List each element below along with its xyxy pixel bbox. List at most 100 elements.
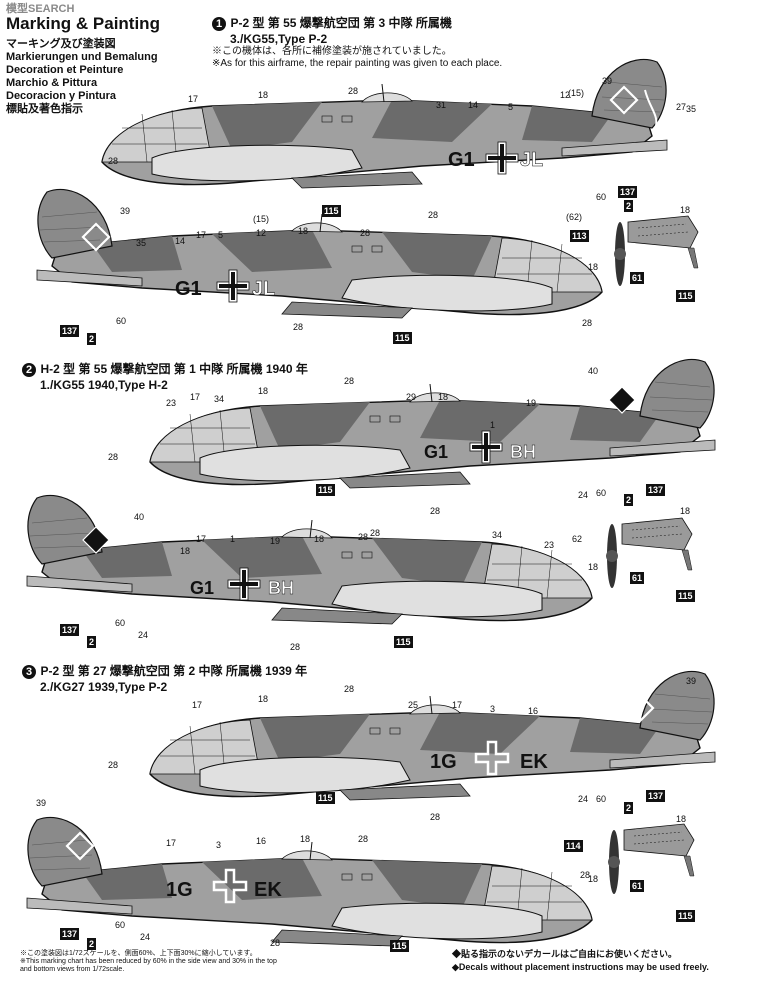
callout-3: 3 [216, 840, 222, 850]
callout-62: (62) [566, 212, 583, 222]
callout-115: 115 [316, 792, 335, 804]
callout-39: 39 [120, 206, 131, 216]
callout-137: 137 [646, 790, 666, 802]
lang-title-de: Markierungen und Bemalung [6, 51, 158, 63]
aircraft-code-right: EK [254, 879, 282, 901]
callout-1: 1 [230, 534, 236, 544]
scheme-title-jp: P-2 型 第 55 爆撃航空団 第 3 中隊 所属機 [230, 16, 452, 30]
callout-16: 16 [256, 836, 267, 846]
watermark: 模型SEARCH [6, 3, 75, 15]
footer-note-en-1: ※This marking chart has been reduced by … [20, 958, 277, 965]
callout-28: 28 [344, 684, 355, 694]
scheme-note-jp: ※この機体は、各所に補修塗装が施されていました。 [212, 46, 452, 57]
callout-17: 17 [196, 230, 207, 240]
callout-5: 5 [508, 102, 514, 112]
footer-right: ◆貼る指示のないデカールはご自由にお使いください。 ◆Decals withou… [452, 948, 709, 974]
callout-40: 40 [134, 512, 145, 522]
callout-14: 14 [175, 236, 186, 246]
callout-18: 18 [180, 546, 191, 556]
callout-25: 25 [408, 700, 419, 710]
callout-137: 137 [60, 624, 80, 636]
callout-18: 18 [588, 262, 599, 272]
callout-28: 28 [108, 452, 119, 462]
callout-39: 39 [36, 798, 47, 808]
scheme-1-header: 1 P-2 型 第 55 爆撃航空団 第 3 中隊 所属機 3./KG55,Ty… [212, 14, 502, 70]
language-titles: マーキング及び塗装図 Markierungen und Bemalung Dec… [6, 38, 158, 116]
callout-28: 28 [348, 86, 359, 96]
callout-17: 17 [190, 392, 201, 402]
callout-60: 60 [116, 316, 127, 326]
callout-24: 24 [140, 932, 151, 942]
callout-115: 115 [676, 910, 695, 922]
callout-62: 62 [572, 534, 583, 544]
callout-2: 2 [624, 200, 634, 212]
aircraft-code-left: G1 [424, 442, 448, 462]
callout-60: 60 [596, 192, 607, 202]
callout-34: 34 [214, 394, 225, 404]
callout-2: 2 [87, 333, 97, 345]
callout-137: 137 [646, 484, 666, 496]
callout-5: 5 [218, 230, 224, 240]
page-title: Marking & Painting [6, 14, 160, 33]
callout-28: 28 [358, 532, 369, 542]
scheme-title-en: 3./KG55,Type P-2 [230, 32, 328, 46]
lang-title-jp: マーキング及び塗装図 [6, 38, 116, 50]
scheme-number: 3 [22, 665, 36, 679]
scheme-3-lower-profile: 1G EK [26, 816, 695, 947]
callout-14: 14 [468, 100, 479, 110]
callout-28: 28 [428, 210, 439, 220]
callout-60: 60 [115, 920, 126, 930]
callout-60: 60 [115, 618, 126, 628]
callout-61: 61 [630, 272, 645, 284]
aircraft-code-right: BH [510, 442, 536, 462]
lang-title-cn: 標貼及著色指示 [6, 103, 83, 115]
callout-18: 18 [438, 392, 449, 402]
callout-39: 39 [602, 76, 613, 86]
aircraft-code-left: G1 [448, 149, 475, 171]
callout-19: 19 [526, 398, 537, 408]
footer-note-jp: ※この塗装図は1/72スケールを、側面60%、上下面30%に縮小しています。 [20, 950, 257, 957]
aircraft-code-right: BH [268, 578, 294, 598]
callout-137: 137 [60, 325, 80, 337]
callout-28: 28 [430, 812, 441, 822]
scheme-1-upper-profile: G1 JL [101, 58, 668, 189]
callout-115: 115 [676, 290, 695, 302]
scheme-title-en: 2./KG27 1939,Type P-2 [40, 680, 168, 694]
callout-17: 17 [196, 534, 207, 544]
callout-115: 115 [676, 590, 695, 602]
lang-title-es: Decoracion y Pintura [6, 90, 117, 102]
callout-137: 137 [60, 928, 80, 940]
callout-35: 35 [686, 104, 697, 114]
callout-17: 17 [192, 700, 203, 710]
callout-28: 28 [108, 156, 119, 166]
callout-24: 24 [138, 630, 149, 640]
callout-18: 18 [300, 834, 311, 844]
callout-28: 28 [370, 528, 381, 538]
callout-18: 18 [298, 226, 309, 236]
callout-18: 18 [258, 386, 269, 396]
footer-decal-note-jp: ◆貼る指示のないデカールはご自由にお使いください。 [452, 949, 678, 959]
callout-17: 17 [452, 700, 463, 710]
callout-115: 115 [393, 332, 412, 344]
aircraft-code-left: G1 [175, 278, 202, 300]
callout-2: 2 [87, 938, 97, 950]
callout-28: 28 [270, 938, 281, 948]
callout-28: 28 [108, 760, 119, 770]
callout-40: 40 [588, 366, 599, 376]
callout-28: 28 [582, 318, 593, 328]
callout-15: (15) [253, 214, 270, 224]
callout-18: 18 [680, 205, 691, 215]
scheme-2-upper-profile: G1 BH [149, 358, 716, 489]
callout-28: 28 [344, 376, 355, 386]
aircraft-code-left: 1G [166, 879, 193, 901]
scheme-title-jp: P-2 型 第 27 爆撃航空団 第 2 中隊 所属機 1939 年 [40, 664, 308, 678]
callout-23: 23 [544, 540, 555, 550]
callout-17: 17 [188, 94, 199, 104]
callout-29: 29 [406, 392, 417, 402]
scheme-1-lower-profile: G1 JL [36, 188, 699, 319]
callout-23: 23 [166, 398, 177, 408]
scheme-2-lower-profile: G1 BH [26, 494, 693, 625]
scheme-number: 1 [212, 17, 226, 31]
scheme-note-en: ※As for this airframe, the repair painti… [212, 58, 503, 69]
callout-60: 60 [596, 794, 607, 804]
